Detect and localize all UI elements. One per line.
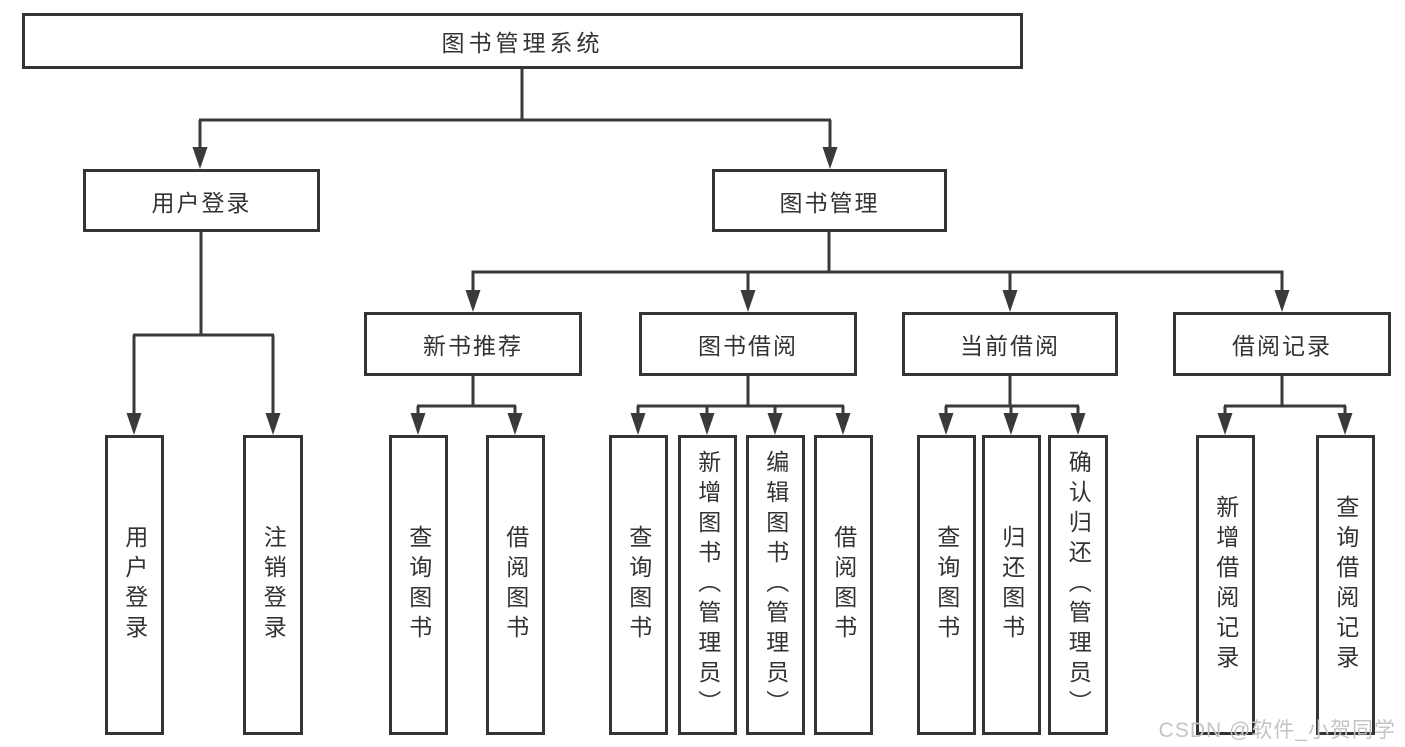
leaf-logout: 注销登录 [243, 435, 303, 735]
node-library-management-system: 图书管理系统 [22, 13, 1023, 69]
node-current-borrowing: 当前借阅 [902, 312, 1118, 376]
node-user-login: 用户登录 [83, 169, 320, 232]
connector-current-borrowing-children [938, 376, 1086, 435]
node-label: 查询图书 [933, 525, 960, 645]
leaf-return-book: 归还图书 [982, 435, 1041, 735]
connector-new-book-recommendation-children [410, 376, 523, 435]
connector-borrowing-records-children [1217, 376, 1353, 435]
node-label: 编辑图书（管理员） [762, 450, 789, 720]
connector-book-borrowing-children [630, 376, 851, 435]
node-label: 图书管理 [779, 189, 880, 216]
leaf-add-borrow-record: 新增借阅记录 [1196, 435, 1255, 735]
connector-user-login-children [126, 232, 281, 435]
node-label: 归还图书 [998, 525, 1025, 645]
leaf-borrow-books-recommend: 借阅图书 [486, 435, 545, 735]
node-label: 用户登录 [121, 525, 148, 645]
node-new-book-recommendation: 新书推荐 [364, 312, 582, 376]
leaf-query-books-recommend: 查询图书 [389, 435, 448, 735]
node-book-borrowing: 图书借阅 [639, 312, 857, 376]
leaf-query-books-current: 查询图书 [917, 435, 976, 735]
leaf-add-book-admin: 新增图书（管理员） [678, 435, 737, 735]
node-label: 图书借阅 [698, 333, 798, 359]
leaf-user-login: 用户登录 [105, 435, 164, 735]
node-label: 当前借阅 [960, 333, 1060, 359]
node-label: 查询图书 [405, 525, 432, 645]
leaf-edit-book-admin: 编辑图书（管理员） [746, 435, 805, 735]
node-label: 新增借阅记录 [1212, 495, 1239, 675]
node-borrowing-records: 借阅记录 [1173, 312, 1391, 376]
node-label: 新书推荐 [423, 333, 523, 359]
connector-book-management-children [465, 232, 1290, 312]
leaf-query-books-borrowing: 查询图书 [609, 435, 668, 735]
node-label: 注销登录 [260, 525, 287, 645]
node-book-management: 图书管理 [712, 169, 947, 232]
connector-root-to-level2 [192, 68, 838, 169]
watermark-text: CSDN @软件_小贺同学 [1158, 719, 1396, 742]
leaf-confirm-return-admin: 确认归还（管理员） [1048, 435, 1108, 735]
leaf-query-borrow-record: 查询借阅记录 [1316, 435, 1375, 735]
node-label: 确认归还（管理员） [1065, 450, 1092, 720]
node-label: 借阅记录 [1232, 333, 1332, 359]
node-label: 查询借阅记录 [1332, 495, 1359, 675]
node-label: 借阅图书 [502, 525, 529, 645]
node-label: 查询图书 [625, 525, 652, 645]
node-label: 借阅图书 [830, 525, 857, 645]
leaf-borrow-books-borrowing: 借阅图书 [814, 435, 873, 735]
node-label: 用户登录 [151, 189, 252, 216]
node-label: 新增图书（管理员） [694, 450, 721, 720]
node-label: 图书管理系统 [441, 30, 604, 56]
